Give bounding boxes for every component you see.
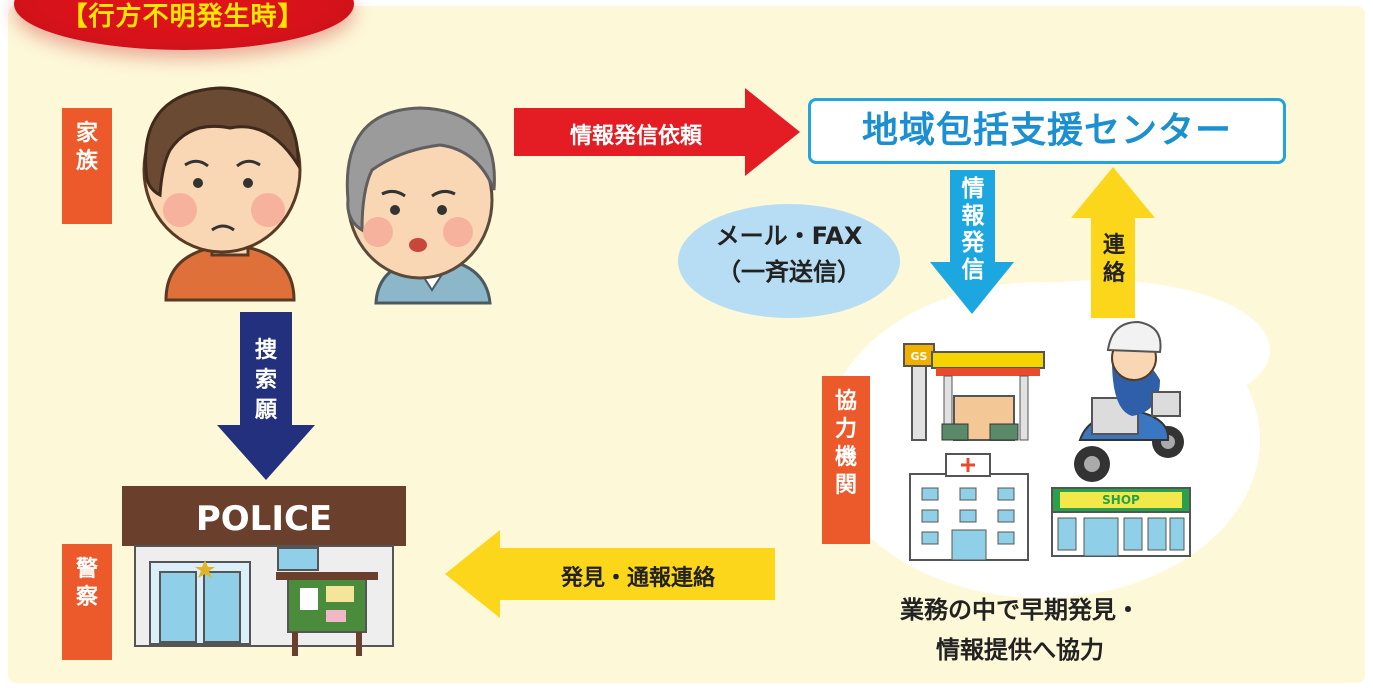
police-sign: POLICE	[196, 499, 332, 539]
mail-fax-bubble	[678, 204, 900, 318]
cooperators-label: 協力機関	[822, 376, 870, 544]
caption-line1: 業務の中で早期発見・	[900, 596, 1140, 624]
contact-arrow-label-text: 連絡	[1102, 233, 1125, 286]
cooperators-cloud-lobe	[930, 280, 1270, 420]
police-label-text: 警察	[75, 557, 98, 610]
found-report-arrow-label: 発見・通報連絡	[560, 566, 715, 591]
search-request-arrow-label-text: 捜索願	[254, 338, 277, 423]
cooperation-caption: 業務の中で早期発見・ 情報提供へ協力	[860, 590, 1180, 670]
family-label-text: 家族	[75, 121, 98, 174]
cooperators-label-text: 協力機関	[834, 389, 857, 498]
mail-fax-line1: メール・FAX	[715, 222, 863, 250]
search-request-arrow	[217, 312, 315, 480]
search-request-arrow-label: 捜索願	[243, 336, 289, 426]
request-arrow-label: 情報発信依頼	[569, 124, 702, 149]
send-info-arrow	[930, 170, 1014, 314]
community-support-center: 地域包括支援センター	[808, 98, 1286, 164]
found-report-arrow	[445, 530, 775, 618]
send-info-arrow-label: 情報発信	[954, 176, 992, 284]
shop-sign: SHOP	[1102, 493, 1140, 507]
family-label: 家族	[62, 108, 112, 224]
page-title: 【行方不明発生時】	[61, 2, 305, 32]
send-info-arrow-label-text: 情報発信	[961, 176, 985, 283]
gas-sign: GS	[911, 350, 928, 363]
police-label: 警察	[62, 544, 112, 660]
shop-illustration	[1051, 487, 1191, 557]
police-station-illustration	[122, 486, 406, 656]
family-illustration	[142, 86, 496, 305]
hospital-illustration	[909, 453, 1029, 561]
contact-arrow	[1071, 167, 1155, 318]
mail-fax-line2: （一斉送信）	[717, 258, 861, 286]
delivery-person-illustration	[1074, 320, 1184, 482]
mail-fax-text: メール・FAX （一斉送信）	[678, 218, 900, 290]
caption-line2: 情報提供へ協力	[936, 636, 1104, 664]
contact-arrow-label: 連絡	[1094, 232, 1134, 288]
request-arrow	[514, 88, 800, 176]
gas-station-illustration	[903, 343, 1045, 441]
